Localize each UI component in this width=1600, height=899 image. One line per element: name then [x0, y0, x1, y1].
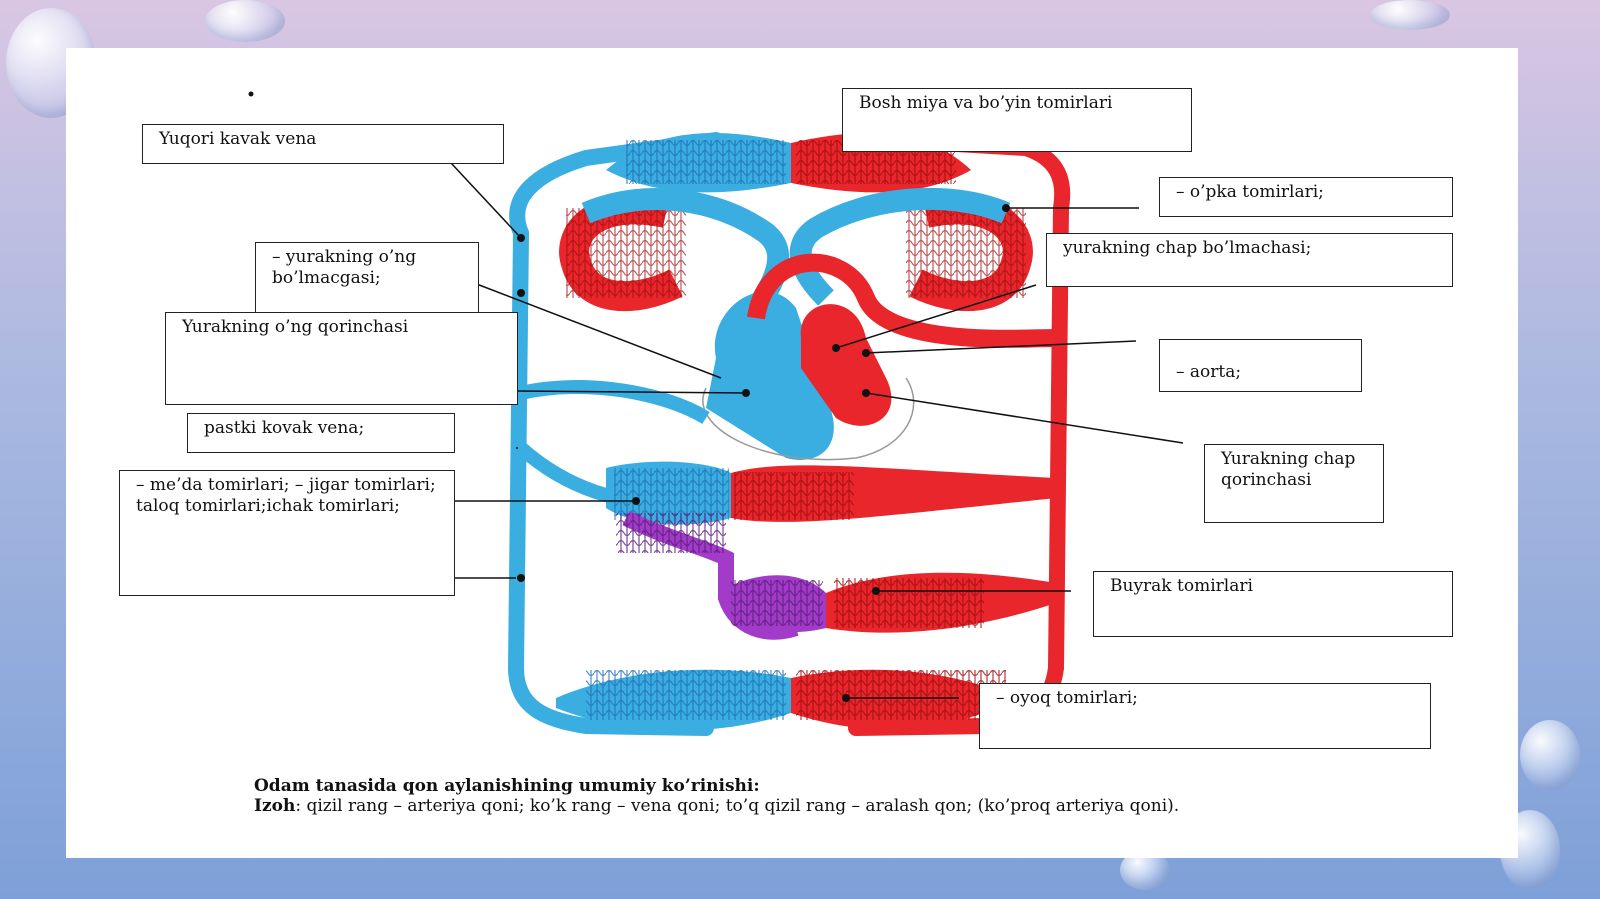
label-buyrak: Buyrak tomirlari — [1093, 571, 1453, 637]
label-yuqori-kavak-vena: Yuqori kavak vena — [142, 124, 504, 164]
vena-cava-left-trunk — [507, 132, 724, 736]
label-text: yurakning chap bo’lmachasi; — [1063, 238, 1312, 258]
leader-lines — [450, 162, 1184, 699]
label-bosh-miya: Bosh miya va bo’yin tomirlari — [842, 88, 1192, 152]
label-text: – oyoq tomirlari; — [996, 688, 1138, 708]
label-pastki-kovak-vena: pastki kovak vena; — [187, 413, 455, 453]
label-text: – o’pka tomirlari; — [1176, 182, 1324, 202]
label-opka-tomirlari: – o’pka tomirlari; — [1159, 177, 1453, 217]
water-drop — [1370, 0, 1450, 30]
label-aorta: – aorta; — [1159, 339, 1362, 392]
water-drop — [1520, 720, 1580, 790]
label-chap-bolmacha: yurakning chap bo’lmachasi; — [1046, 233, 1453, 287]
caption-note-text: : qizil rang – arteriya qoni; ko’k rang … — [295, 796, 1180, 816]
lung-right-vein — [789, 187, 1011, 306]
caption-note: Izoh: qizil rang – arteriya qoni; ko’k r… — [254, 796, 1454, 816]
label-oyoq: – oyoq tomirlari; — [979, 683, 1431, 749]
label-text: Bosh miya va bo’yin tomirlari — [859, 93, 1113, 113]
caption: Odam tanasida qon aylanishining umumiy k… — [254, 776, 1454, 816]
water-drop — [205, 0, 285, 42]
label-text: – aorta; — [1176, 362, 1242, 382]
label-text: Yurakning o’ng qorinchasi — [182, 317, 409, 337]
label-text: – yurakning o’ng bo’lmacgasi; — [272, 247, 417, 288]
label-text: pastki kovak vena; — [204, 418, 365, 438]
caption-title: Odam tanasida qon aylanishining umumiy k… — [254, 776, 760, 796]
label-ong-bolmacha: – yurakning o’ng bo’lmacgasi; — [255, 242, 479, 322]
leader-dots — [248, 91, 1010, 702]
label-text: Yuqori kavak vena — [159, 129, 317, 149]
caption-note-label: Izoh — [254, 796, 296, 816]
aortic-arch — [747, 253, 1057, 348]
label-meda-jigar: – me’da tomirlari; – jigar tomirlari; ta… — [119, 470, 455, 596]
label-chap-qorincha: Yurakning chap qorinchasi — [1204, 444, 1384, 523]
label-text: Buyrak tomirlari — [1110, 576, 1253, 596]
label-text: – me’da tomirlari; – jigar tomirlari; ta… — [136, 475, 436, 516]
heart-outline — [702, 377, 915, 461]
label-ong-qorincha: Yurakning o’ng qorinchasi — [165, 312, 518, 405]
label-text: Yurakning chap qorinchasi — [1221, 449, 1356, 490]
slide-canvas: Yuqori kavak vena Bosh miya va bo’yin to… — [66, 48, 1518, 858]
